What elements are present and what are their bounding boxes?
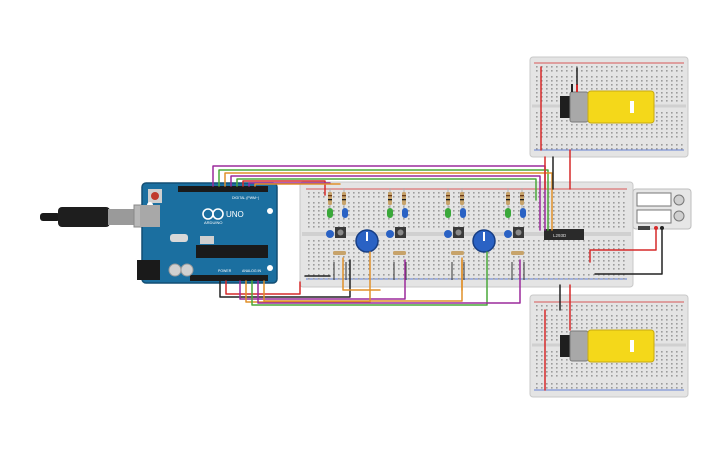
control-groups (326, 188, 526, 280)
wire-purple (248, 182, 331, 187)
analog-pins-label: ANALOG IN (242, 269, 262, 273)
resistor[interactable] (328, 188, 332, 210)
motor-shaft (630, 340, 634, 352)
power-pins-label: POWER (218, 269, 232, 273)
wire-red (589, 229, 657, 263)
trimmer (326, 230, 334, 238)
arduino-brand-label: ARDUINO (204, 220, 222, 225)
led-button-group[interactable] (504, 188, 526, 280)
push-button[interactable] (453, 227, 464, 238)
usb-socket (140, 205, 160, 227)
wire-red (242, 180, 326, 196)
resistor[interactable] (460, 188, 464, 210)
led-blue[interactable] (460, 208, 466, 218)
led-button-group[interactable] (444, 188, 466, 280)
resistor[interactable] (451, 251, 464, 255)
wire-purple (212, 165, 546, 231)
trimmer (386, 230, 394, 238)
wire-purple (230, 175, 541, 231)
arduino-uno-board[interactable]: ARDUINO UNO DIGITAL (PWM~) POWER ANALOG … (137, 182, 278, 284)
potentiometer-right[interactable] (472, 229, 496, 253)
dc-motor-bottom[interactable] (560, 329, 655, 363)
led-green[interactable] (445, 208, 451, 218)
led-blue[interactable] (342, 208, 348, 218)
arduino-logo-icon (202, 208, 224, 220)
wire-orange (245, 251, 371, 303)
resistor[interactable] (402, 188, 406, 210)
wire-black (219, 259, 351, 298)
push-button[interactable] (395, 227, 406, 238)
motor-driver-chip[interactable] (544, 229, 584, 240)
power-jack (137, 260, 160, 280)
trimmer (504, 230, 512, 238)
led-button-group[interactable] (326, 188, 348, 280)
wire-purple (257, 259, 521, 304)
wire-red (225, 280, 301, 295)
power-analog-header (190, 275, 268, 281)
led-button-group[interactable] (386, 188, 408, 280)
wire-green (236, 178, 537, 201)
digital-pins-label: DIGITAL (PWM~) (232, 196, 259, 200)
resistor[interactable] (333, 251, 346, 255)
resistor[interactable] (506, 188, 510, 210)
led-green[interactable] (505, 208, 511, 218)
motor-shaft (630, 101, 634, 113)
digital-header (178, 186, 268, 192)
wire-green (218, 169, 549, 231)
led-green[interactable] (327, 208, 333, 218)
reset-button-cap (151, 192, 159, 200)
resistor[interactable] (511, 251, 524, 255)
resistor[interactable] (446, 188, 450, 210)
atmega-chip (196, 245, 268, 258)
wire-black (594, 229, 663, 275)
resistor[interactable] (342, 188, 346, 210)
resistor[interactable] (520, 188, 524, 210)
crystal (200, 236, 214, 244)
push-button[interactable] (335, 227, 346, 238)
led-green[interactable] (387, 208, 393, 218)
dc-motor-top[interactable] (560, 84, 655, 124)
led-blue[interactable] (520, 208, 526, 218)
wire-orange (224, 172, 553, 231)
led-blue[interactable] (402, 208, 408, 218)
potentiometer-left[interactable] (355, 229, 379, 253)
wire-orange (254, 183, 341, 187)
arduino-model-label: UNO (226, 210, 244, 219)
battery-pack[interactable] (632, 188, 692, 230)
push-button[interactable] (513, 227, 524, 238)
resistor[interactable] (393, 251, 406, 255)
wires (212, 66, 663, 391)
resistor[interactable] (388, 188, 392, 210)
wire-purple (239, 259, 406, 300)
trimmer (444, 230, 452, 238)
motor-driver-label: L293D (553, 233, 567, 238)
wire-orange (342, 257, 381, 291)
wire-green (251, 251, 488, 306)
